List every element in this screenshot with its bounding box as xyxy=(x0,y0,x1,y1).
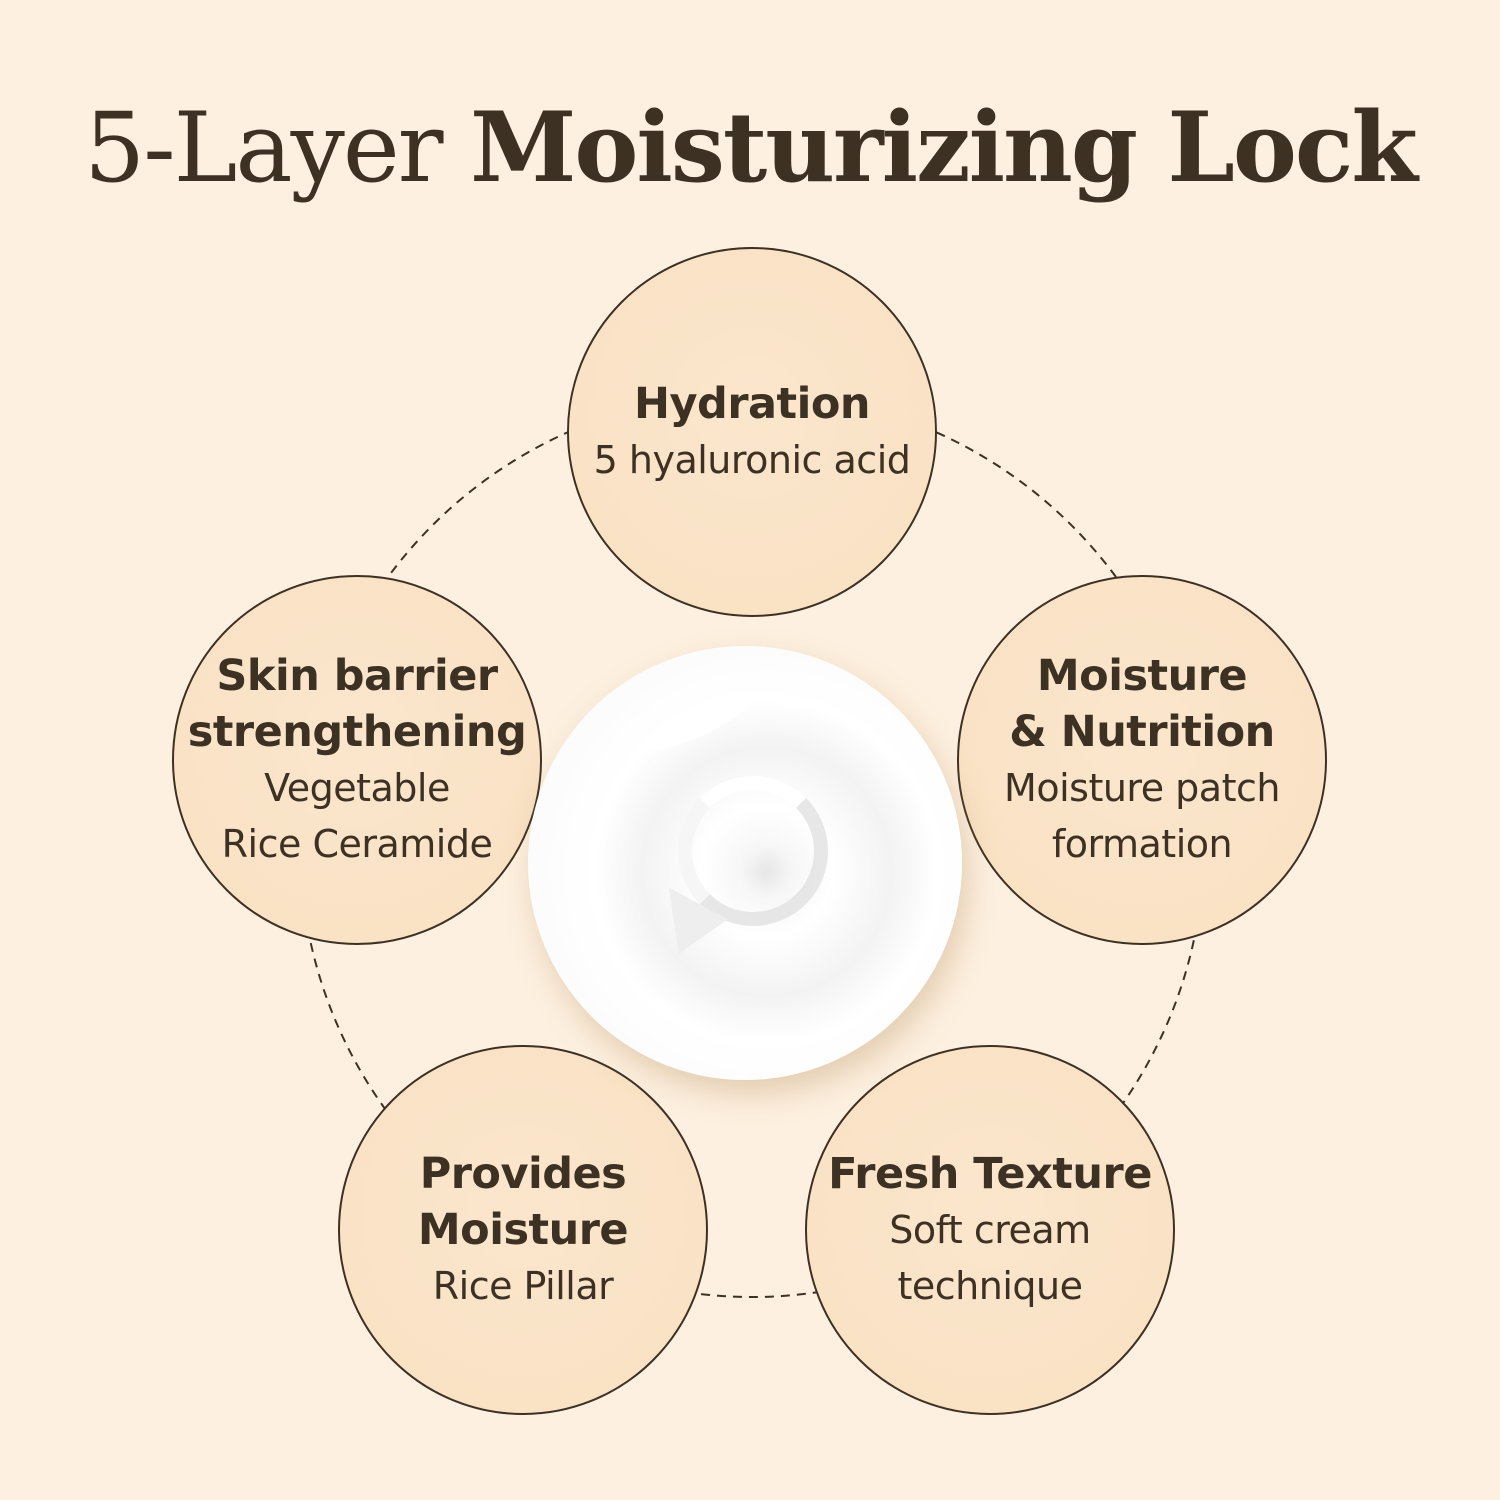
feature-moisture-nutrition: Moisture & Nutrition Moisture patch form… xyxy=(957,575,1327,945)
title-prefix: 5-Layer xyxy=(84,92,443,204)
feature-detail: Soft cream technique xyxy=(889,1208,1091,1308)
feature-heading: Provides Moisture xyxy=(417,1149,629,1255)
feature-detail: Vegetable Rice Ceramide xyxy=(221,766,493,866)
cream-swirl-icon xyxy=(528,646,962,1080)
feature-provides-moisture: Provides Moisture Rice Pillar xyxy=(338,1045,708,1415)
feature-fresh-texture: Fresh Texture Soft cream technique xyxy=(805,1045,1175,1415)
feature-heading: Moisture & Nutrition xyxy=(1009,651,1275,757)
feature-hydration: Hydration 5 hyaluronic acid xyxy=(567,247,937,617)
page-title: 5-Layer Moisturizing Lock xyxy=(0,88,1500,208)
feature-detail: 5 hyaluronic acid xyxy=(593,438,911,482)
feature-heading: Fresh Texture xyxy=(828,1149,1152,1199)
title-main: Moisturizing Lock xyxy=(470,91,1418,204)
feature-heading: Skin barrier strengthening xyxy=(187,651,527,757)
feature-heading: Hydration xyxy=(634,379,870,429)
feature-detail: Moisture patch formation xyxy=(1004,766,1280,866)
feature-skin-barrier: Skin barrier strengthening Vegetable Ric… xyxy=(172,575,542,945)
feature-detail: Rice Pillar xyxy=(432,1264,614,1308)
cream-highlight xyxy=(637,682,759,760)
